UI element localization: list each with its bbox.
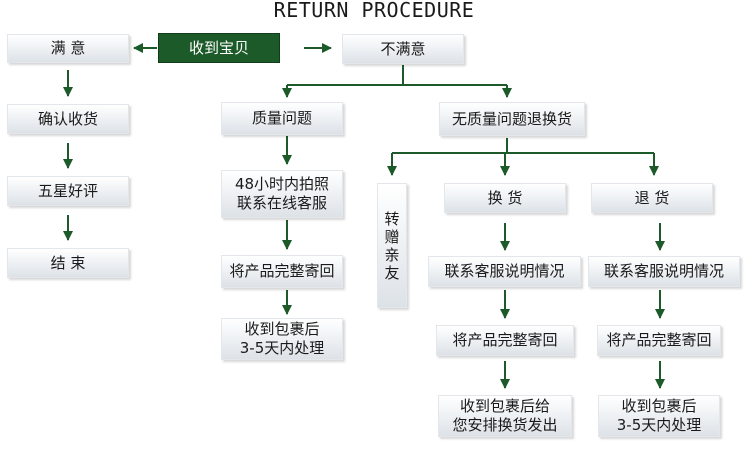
start-node-label: 收到宝贝 <box>188 38 249 57</box>
start-node: 收到宝贝 <box>158 33 280 63</box>
quality-send-back-node: 将产品完整寄回 <box>221 255 343 288</box>
exchange-contact-node: 联系客服说明情况 <box>428 256 581 287</box>
quality-process-line-2: 3-5天内处理 <box>239 339 325 357</box>
refund-send-back-node: 将产品完整寄回 <box>597 325 721 356</box>
exchange-label: 换 货 <box>487 188 523 207</box>
quality-process-line-1: 收到包裹后 <box>244 320 320 338</box>
photo-contact-line-1: 48小时内拍照 <box>234 175 330 193</box>
photo-contact-node: 48小时内拍照 联系在线客服 <box>221 170 343 218</box>
confirm-receipt-node: 确认收货 <box>7 104 129 134</box>
refund-node: 退 货 <box>591 183 713 213</box>
refund-send-back-label: 将产品完整寄回 <box>606 331 712 349</box>
confirm-receipt-label: 确认收货 <box>37 109 98 128</box>
exchange-send-back-label: 将产品完整寄回 <box>452 331 558 349</box>
no-quality-issue-label: 无质量问题退换货 <box>451 109 572 128</box>
unsatisfied-node: 不满意 <box>342 34 464 64</box>
satisfied-node: 满 意 <box>7 34 129 63</box>
diagram-title: RETURN PROCEDURE <box>273 0 475 22</box>
end-node: 结 束 <box>7 248 129 278</box>
five-star-label: 五星好评 <box>37 181 98 200</box>
gift-to-friends-node: 转赠亲友 <box>377 183 407 308</box>
refund-process-line-2: 3-5天内处理 <box>616 416 702 434</box>
five-star-node: 五星好评 <box>7 176 129 206</box>
unsatisfied-label: 不满意 <box>380 39 426 58</box>
end-label: 结 束 <box>50 253 86 272</box>
exchange-ship-line-1: 收到包裹后给 <box>459 397 550 415</box>
exchange-contact-label: 联系客服说明情况 <box>444 262 565 280</box>
satisfied-label: 满 意 <box>50 39 86 57</box>
quality-process-node: 收到包裹后 3-5天内处理 <box>221 318 343 360</box>
no-quality-issue-node: 无质量问题退换货 <box>439 102 585 136</box>
gift-to-friends-label: 转赠亲友 <box>384 209 400 282</box>
exchange-ship-node: 收到包裹后给 您安排换货发出 <box>438 395 572 437</box>
photo-contact-line-2: 联系在线客服 <box>236 194 327 212</box>
quality-issue-node: 质量问题 <box>221 102 343 135</box>
exchange-node: 换 货 <box>444 183 566 213</box>
refund-contact-label: 联系客服说明情况 <box>603 262 724 280</box>
refund-process-node: 收到包裹后 3-5天内处理 <box>598 395 720 437</box>
refund-label: 退 货 <box>634 188 670 207</box>
exchange-send-back-node: 将产品完整寄回 <box>436 325 574 356</box>
exchange-ship-line-2: 您安排换货发出 <box>452 416 558 434</box>
quality-issue-label: 质量问题 <box>251 109 312 127</box>
refund-process-line-1: 收到包裹后 <box>621 397 697 415</box>
quality-send-back-label: 将产品完整寄回 <box>229 262 335 280</box>
refund-contact-node: 联系客服说明情况 <box>588 256 740 287</box>
